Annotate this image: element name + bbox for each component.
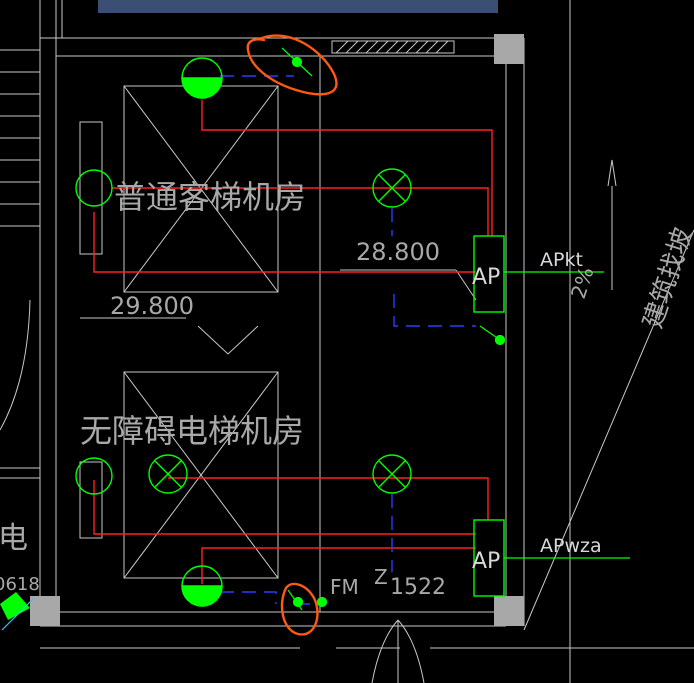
panel-label-top: AP: [472, 265, 500, 290]
power-wiring: [93, 100, 493, 584]
panel-tag-apkt: APkt: [540, 249, 583, 271]
socket-top-left[interactable]: [75, 169, 113, 207]
panel-apwza[interactable]: [473, 519, 630, 597]
left-fragment-code: 0618: [0, 574, 40, 595]
window-hatch: [331, 40, 455, 54]
hook-beam-top: [79, 121, 103, 255]
elevator-machine-bottom: [123, 371, 279, 579]
elevation-marker: [80, 269, 477, 355]
column-top-right: [494, 34, 524, 64]
panel-label-bottom: AP: [472, 549, 500, 574]
panel-tag-apwza: APwza: [540, 535, 602, 557]
switch-top[interactable]: [281, 47, 313, 77]
room-label-accessible-elevator: 无障碍电梯机房: [80, 412, 304, 450]
socket-bottom-left[interactable]: [75, 457, 113, 495]
light-fixture-top-right[interactable]: [372, 168, 412, 208]
light-fixture-bottom-right[interactable]: [372, 454, 412, 494]
door-tag-code: 1522: [390, 575, 446, 600]
lamp-bottom[interactable]: [181, 565, 223, 607]
door-tag-z: Z: [374, 565, 388, 589]
slope-text: 建筑找坡: [638, 224, 694, 332]
switch-bottom[interactable]: [287, 589, 328, 611]
slope-arrow: [523, 159, 694, 631]
elevation-label-left: 29.800: [110, 292, 194, 320]
room-label-passenger-elevator: 普通客梯机房: [114, 178, 306, 216]
door-tag-fm: FM: [330, 575, 359, 599]
structural-columns: [30, 34, 524, 626]
tooltip-bar: [98, 0, 498, 13]
annotation-loops: [246, 34, 338, 636]
hook-beam-bottom: [79, 461, 103, 539]
lamp-top[interactable]: [181, 57, 223, 99]
elevation-label-right: 28.800: [356, 238, 440, 266]
column-bottom-right: [494, 596, 524, 626]
switch-right[interactable]: [479, 325, 506, 346]
equipment-fragment: [0, 592, 35, 631]
stair-fragment: [0, 49, 40, 431]
light-fixture-bottom-left[interactable]: [148, 454, 188, 494]
left-fragment-text: 电: [0, 521, 28, 556]
panel-apkt[interactable]: [473, 235, 604, 313]
column-bottom-left: [30, 596, 60, 626]
door-swing: [371, 619, 425, 683]
control-wiring: [220, 75, 476, 605]
